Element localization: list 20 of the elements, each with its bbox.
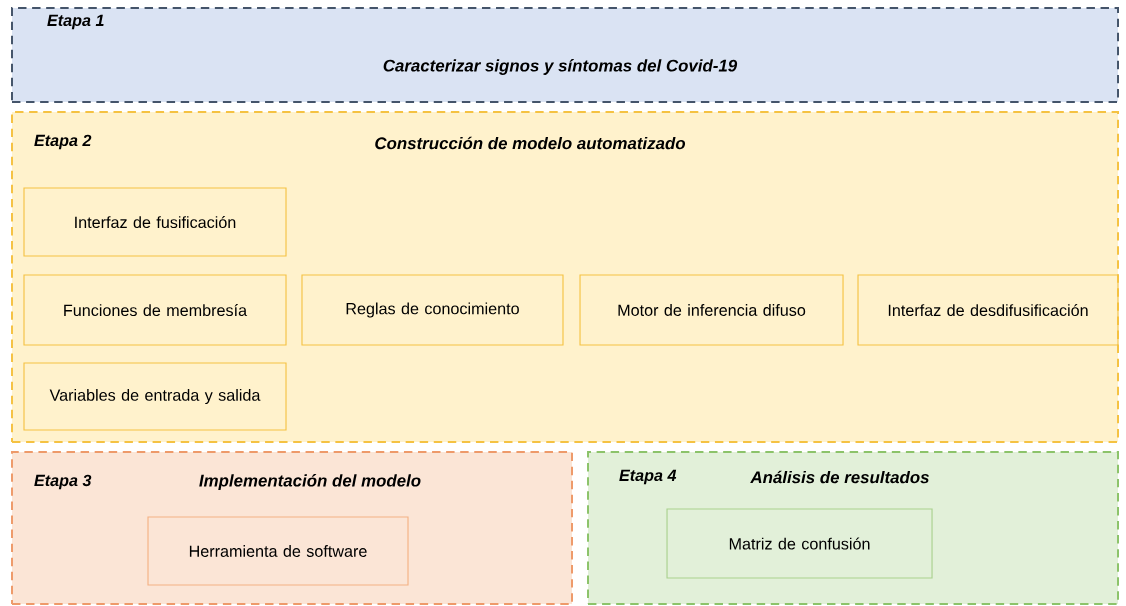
process-box: Interfaz de desdifusificación (857, 274, 1119, 346)
stage-panel (587, 451, 1119, 605)
process-box: Variables de entrada y salida (23, 362, 287, 431)
stage-heading: Análisis de resultados (750, 470, 929, 484)
stage-label: Etapa 2 (34, 134, 92, 150)
stage-panel (11, 451, 573, 605)
process-box: Herramienta de software (147, 516, 409, 586)
stage-heading: Caracterizar signos y síntomas del Covid-19 (383, 59, 738, 75)
process-box: Motor de inferencia difuso (579, 274, 844, 346)
stage-heading: Construcción de modelo automatizado (375, 136, 686, 150)
process-box: Matriz de confusión (666, 508, 933, 579)
process-box: Reglas de conocimiento (301, 274, 564, 346)
process-box: Funciones de membresía (23, 274, 287, 346)
process-box: Interfaz de fusificación (23, 187, 287, 257)
stage-heading: Implementación del modelo (199, 474, 421, 490)
stage-label: Etapa 3 (34, 474, 92, 490)
stage-panel (11, 7, 1119, 103)
stage-label: Etapa 4 (619, 469, 677, 485)
stage-label: Etapa 1 (47, 14, 104, 30)
stage-panel (11, 111, 1119, 443)
